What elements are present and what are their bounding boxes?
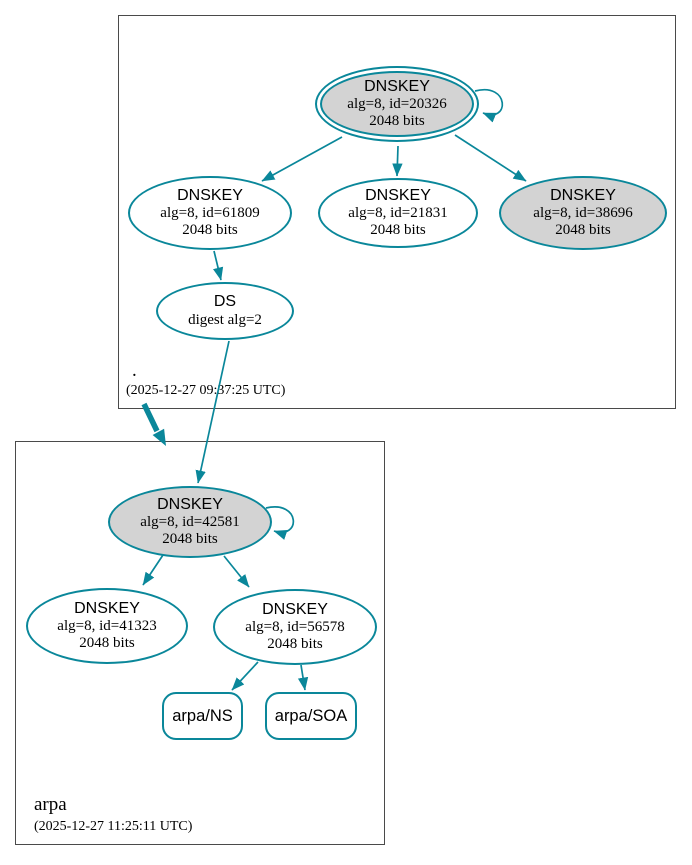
node-bits: 2048 bits bbox=[79, 635, 135, 652]
cluster-arpa-zone-timestamp: (2025-12-27 11:25:11 UTC) bbox=[34, 819, 193, 834]
cluster-root-zone-timestamp: (2025-12-27 09:37:25 UTC) bbox=[126, 383, 286, 398]
node-title: DNSKEY bbox=[550, 187, 616, 204]
cluster-root-zone-label: . bbox=[132, 360, 137, 381]
edge-delegation-root-to-arpa bbox=[141, 402, 166, 446]
node-title: DNSKEY bbox=[262, 601, 328, 618]
node-detail: alg=8, id=38696 bbox=[533, 205, 633, 222]
node-dnskey-38696[interactable]: DNSKEY alg=8, id=38696 2048 bits bbox=[499, 176, 667, 250]
node-dnskey-41323[interactable]: DNSKEY alg=8, id=41323 2048 bits bbox=[26, 588, 188, 664]
node-detail: alg=8, id=41323 bbox=[57, 618, 157, 635]
cluster-arpa-zone-label: arpa bbox=[34, 794, 67, 815]
node-label: arpa/SOA bbox=[274, 706, 348, 725]
node-title: DNSKEY bbox=[365, 187, 431, 204]
node-detail: digest alg=2 bbox=[188, 311, 262, 328]
node-title: DNSKEY bbox=[74, 600, 140, 617]
node-title: DS bbox=[213, 293, 237, 311]
node-dnskey-21831[interactable]: DNSKEY alg=8, id=21831 2048 bits bbox=[318, 178, 478, 248]
node-bits: 2048 bits bbox=[182, 222, 238, 239]
node-title: DNSKEY bbox=[177, 187, 243, 204]
node-detail: alg=8, id=56578 bbox=[245, 619, 345, 636]
node-title: DNSKEY bbox=[364, 78, 430, 95]
node-dnskey-20326[interactable]: DNSKEY alg=8, id=20326 2048 bits bbox=[315, 66, 479, 142]
node-label: arpa/NS bbox=[172, 706, 233, 725]
node-detail: alg=8, id=20326 bbox=[347, 96, 447, 113]
node-detail: alg=8, id=42581 bbox=[140, 514, 240, 531]
node-bits: 2048 bits bbox=[370, 222, 426, 239]
node-bits: 2048 bits bbox=[162, 531, 218, 548]
node-arpa-soa[interactable]: arpa/SOA bbox=[265, 692, 357, 740]
node-bits: 2048 bits bbox=[267, 636, 323, 653]
node-bits: 2048 bits bbox=[369, 113, 425, 130]
node-ds[interactable]: DS digest alg=2 bbox=[156, 282, 294, 340]
node-dnskey-42581[interactable]: DNSKEY alg=8, id=42581 2048 bits bbox=[108, 486, 272, 558]
node-detail: alg=8, id=21831 bbox=[348, 205, 448, 222]
node-title: DNSKEY bbox=[157, 496, 223, 513]
node-detail: alg=8, id=61809 bbox=[160, 205, 260, 222]
node-bits: 2048 bits bbox=[555, 222, 611, 239]
cluster-arpa-zone: arpa (2025-12-27 11:25:11 UTC) bbox=[15, 441, 385, 845]
node-dnskey-20326-inner-ring: DNSKEY alg=8, id=20326 2048 bits bbox=[320, 71, 474, 137]
node-arpa-ns[interactable]: arpa/NS bbox=[162, 692, 243, 740]
node-dnskey-56578[interactable]: DNSKEY alg=8, id=56578 2048 bits bbox=[213, 589, 377, 665]
node-dnskey-61809[interactable]: DNSKEY alg=8, id=61809 2048 bits bbox=[128, 176, 292, 250]
